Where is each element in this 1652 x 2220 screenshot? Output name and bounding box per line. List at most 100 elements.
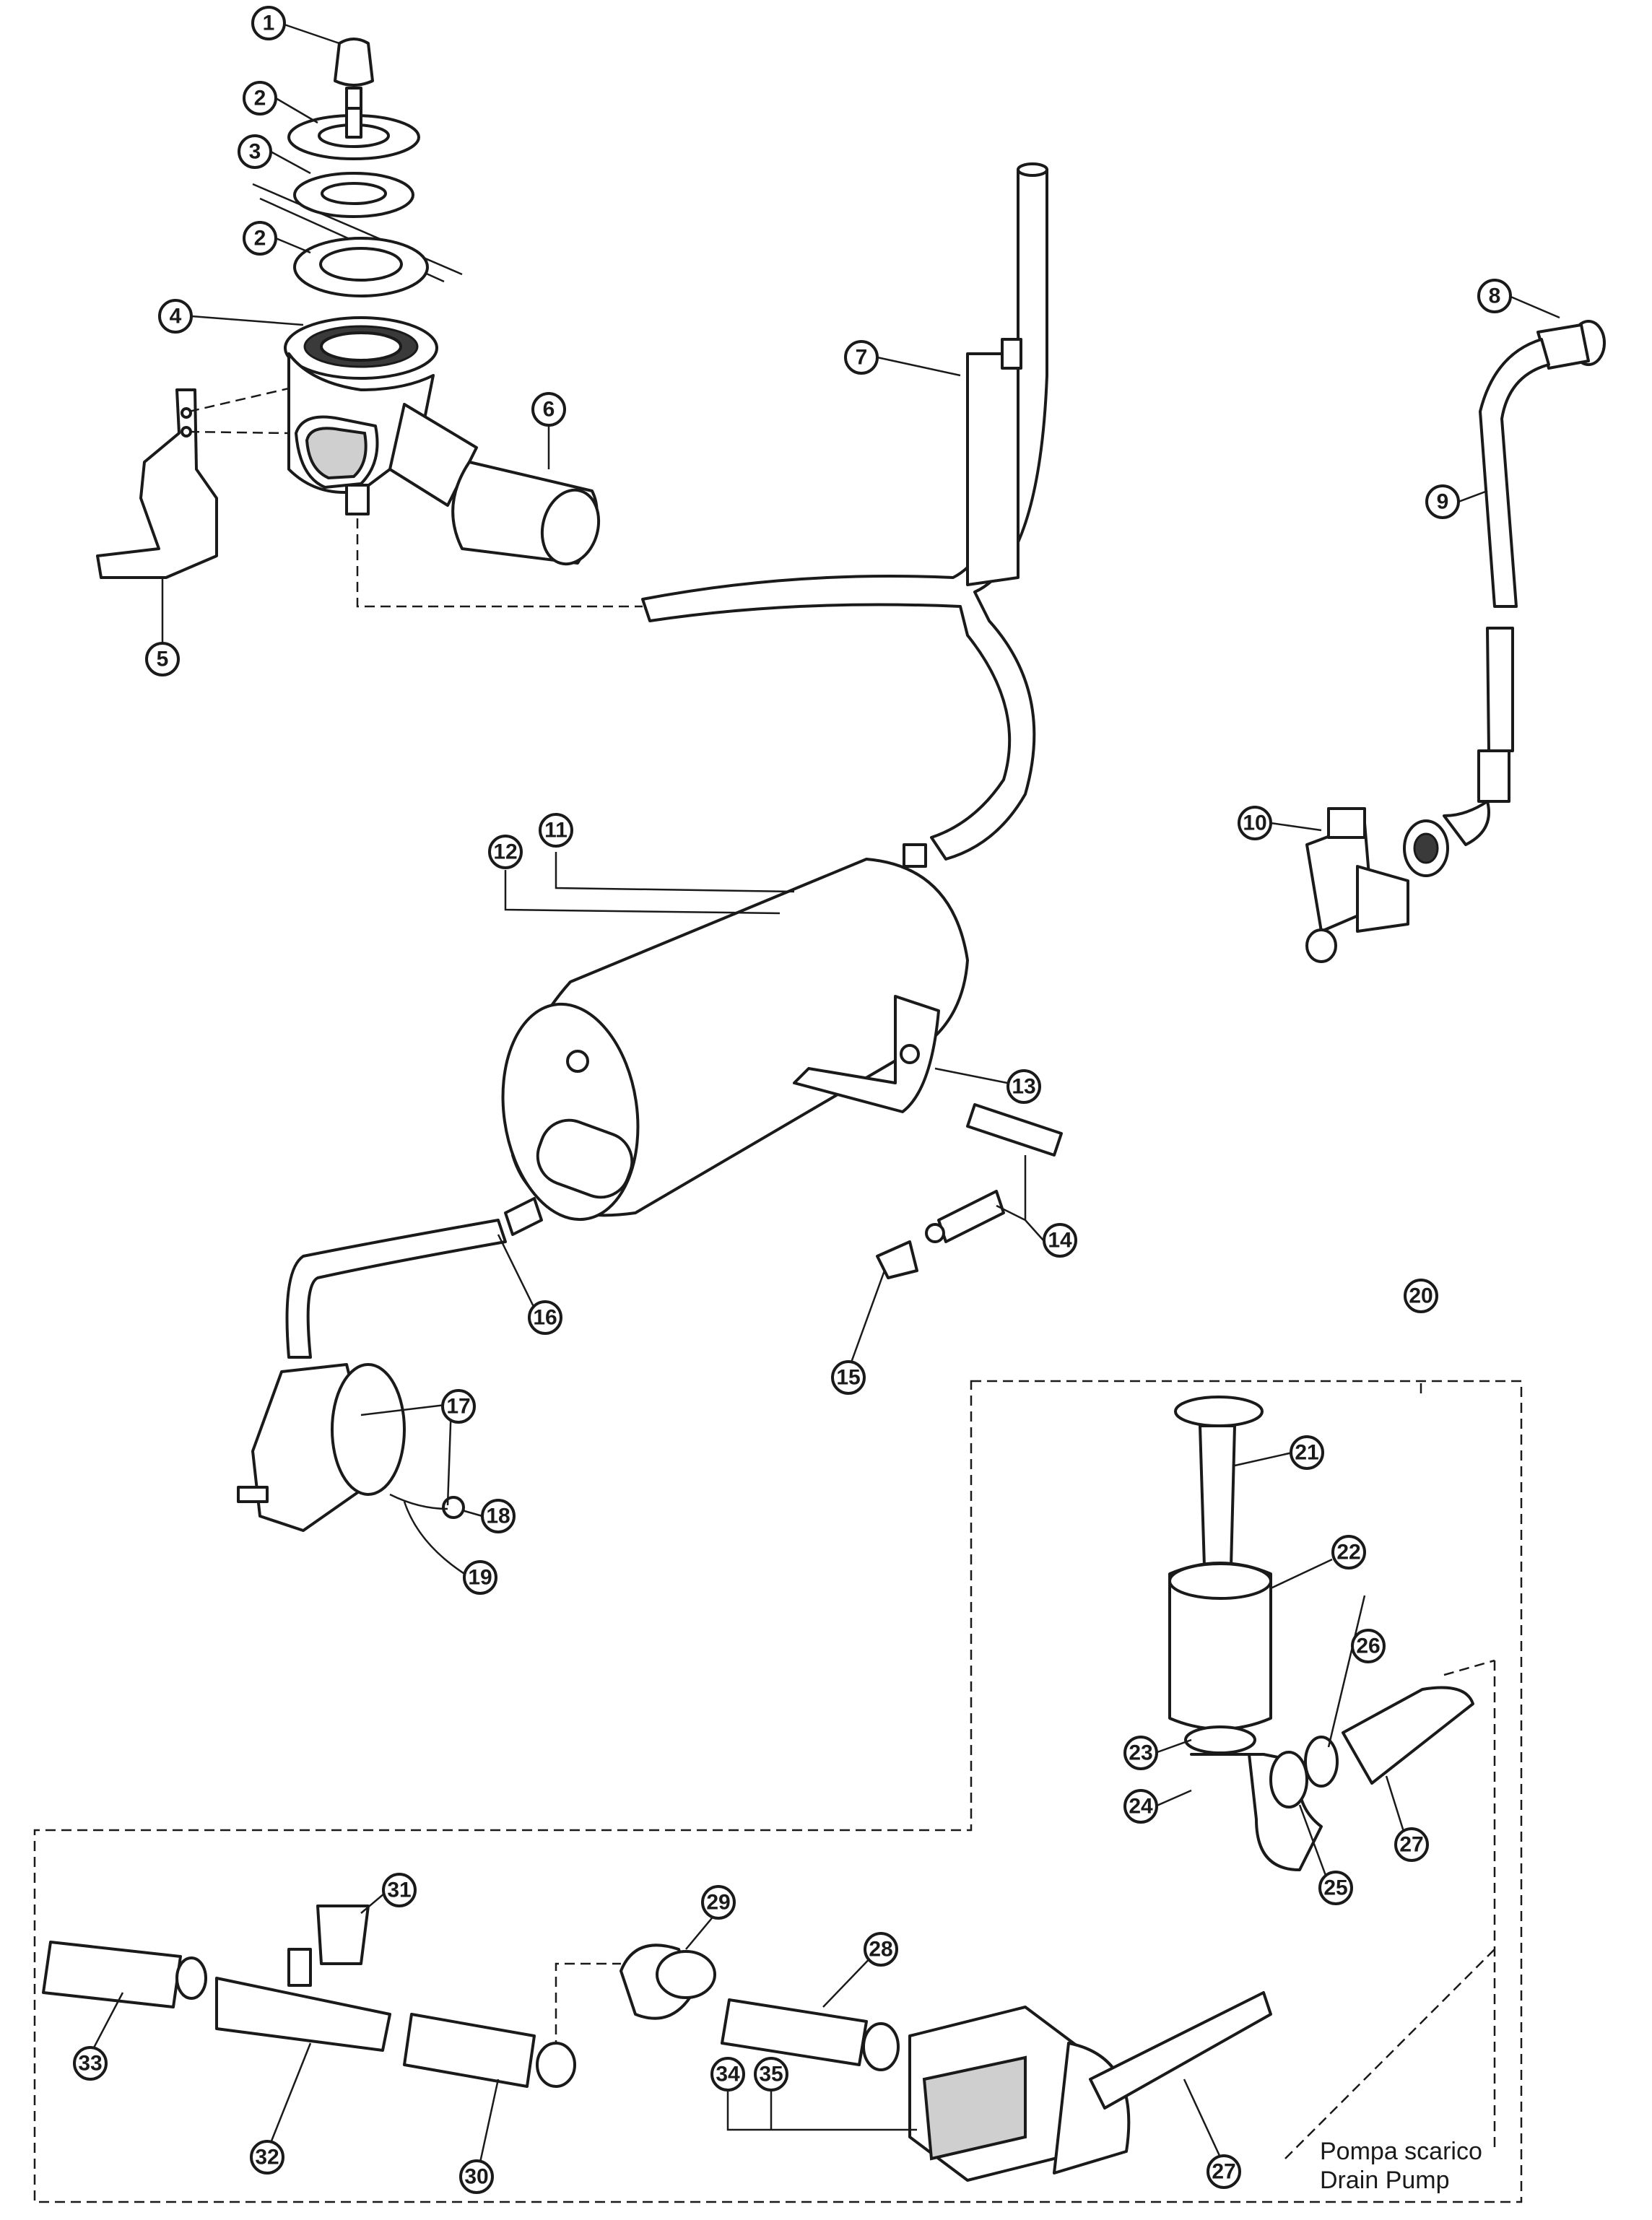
callout-20: 20 [1404,1279,1438,1313]
callout-22: 22 [1331,1535,1366,1570]
callout-17: 17 [441,1389,476,1424]
svg-text:27: 27 [1212,2160,1235,2184]
svg-text:24: 24 [1129,1795,1153,1819]
drain-pump-group [33,1380,1523,2203]
svg-text:18: 18 [486,1505,510,1528]
svg-text:13: 13 [1012,1075,1035,1099]
callout-11: 11 [539,813,573,848]
svg-text:34: 34 [716,2063,740,2086]
svg-text:14: 14 [1048,1229,1072,1253]
callout-1: 1 [251,6,286,40]
svg-text:25: 25 [1323,1876,1347,1900]
callout-27b: 27 [1207,2154,1241,2189]
part-9-hose [1479,338,1550,608]
part-1-knob [334,38,374,87]
callout-27a: 27 [1394,1827,1429,1862]
callout-10: 10 [1238,806,1272,840]
part-25-ring [1269,1751,1308,1808]
callout-13: 13 [1007,1069,1041,1104]
svg-text:4: 4 [170,305,182,328]
part-26-ring [1304,1736,1339,1788]
svg-text:2: 2 [254,227,266,251]
part-28-hose [721,1998,868,2066]
part-7-pipe [641,168,1048,861]
svg-text:32: 32 [255,2146,279,2169]
tank-assembly [237,843,1063,1532]
callout-8: 8 [1477,279,1512,313]
callout-32: 32 [250,2140,284,2175]
part-16-hose [504,1197,543,1236]
svg-text:26: 26 [1356,1634,1380,1658]
callout-21: 21 [1290,1435,1324,1470]
part-33-hose [42,1941,182,2008]
svg-text:16: 16 [533,1306,557,1330]
callout-30: 30 [459,2159,494,2194]
svg-text:8: 8 [1489,284,1501,308]
part-31-clip [316,1905,370,1965]
part-35-impeller [1053,2042,1131,2175]
callout-2b: 2 [243,221,277,256]
valve-assembly [96,38,643,608]
callout-31: 31 [382,1873,417,1907]
part-27-hose-b [1089,1991,1272,2110]
svg-text:29: 29 [706,1891,730,1915]
svg-text:6: 6 [543,398,555,422]
svg-text:27: 27 [1399,1833,1423,1857]
callout-7: 7 [844,340,879,375]
leader-lines [91,22,1560,2163]
callout-5: 5 [145,642,180,676]
svg-text:21: 21 [1295,1441,1318,1465]
part-23-ring [1184,1725,1256,1754]
svg-text:11: 11 [544,819,568,843]
svg-text:3: 3 [249,140,261,164]
caption-italian: Pompa scarico [1320,2138,1482,2165]
part-14-tube-b [937,1190,1005,1243]
svg-text:22: 22 [1336,1541,1360,1564]
svg-text:30: 30 [464,2165,488,2189]
svg-text:20: 20 [1409,1284,1433,1308]
part-5-bracket [96,388,218,579]
part-32-valve [215,1977,391,2052]
svg-text:10: 10 [1243,811,1266,835]
svg-text:17: 17 [446,1395,470,1419]
drain-pump-boundary [33,1380,1523,2203]
part-14-tube-a [966,1103,1063,1157]
part-4-outlet [388,403,478,507]
svg-text:7: 7 [856,346,868,370]
svg-text:23: 23 [1129,1741,1152,1765]
callout-3: 3 [238,134,272,169]
inlet-hose-assembly [1305,320,1606,963]
svg-text:5: 5 [157,648,169,671]
svg-text:2: 2 [254,87,266,110]
callout-2a: 2 [243,81,277,116]
callout-16: 16 [528,1300,562,1335]
drain-pump-caption: Pompa scarico Drain Pump [1320,2137,1482,2195]
part-13-strap [793,995,940,1113]
svg-text:31: 31 [387,1879,411,1902]
caption-english: Drain Pump [1320,2167,1450,2194]
svg-text:12: 12 [493,840,517,864]
svg-text:35: 35 [759,2063,783,2086]
callout-26: 26 [1351,1629,1386,1663]
part-30-hose [403,2013,536,2088]
part-21-cap [1174,1396,1264,1427]
callout-34: 34 [710,2057,745,2091]
callout-19: 19 [463,1560,497,1595]
callout-4: 4 [158,299,193,334]
pipe-7 [641,162,1048,861]
callout-28: 28 [864,1932,898,1967]
callout-29: 29 [701,1885,736,1920]
svg-text:28: 28 [869,1938,892,1962]
svg-text:9: 9 [1437,490,1449,514]
callout-9: 9 [1425,484,1460,519]
callout-25: 25 [1318,1871,1353,1905]
callout-24: 24 [1123,1789,1158,1824]
svg-text:33: 33 [78,2052,102,2076]
callout-12: 12 [488,835,523,869]
callout-6: 6 [531,392,566,427]
callout-35: 35 [754,2057,788,2091]
callout-15: 15 [831,1360,866,1395]
svg-text:19: 19 [468,1566,492,1590]
callout-18: 18 [481,1499,516,1533]
